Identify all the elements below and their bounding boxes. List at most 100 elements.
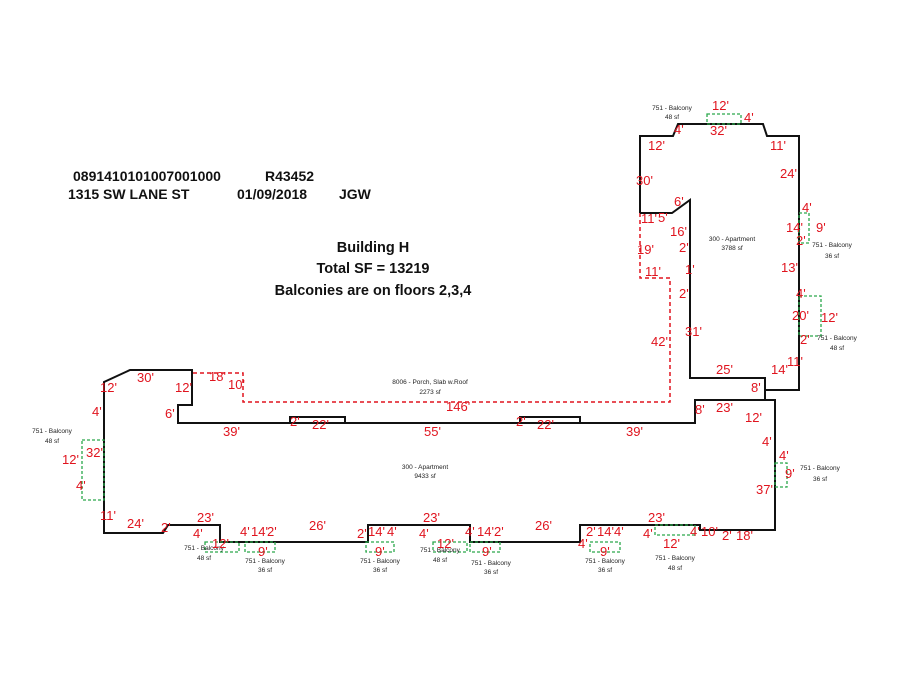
dimension-label: 31' [685,324,702,339]
dimension-label: 14' [786,220,803,235]
tower-area-sf: 3788 sf [721,245,743,252]
balcony-floors-note: Balconies are on floors 2,3,4 [274,283,472,299]
dimension-label: 4' [762,434,772,449]
porch-area-sf: 2273 sf [419,389,441,396]
dimension-label: 12' [62,452,79,467]
dimension-label: 32' [710,123,727,138]
dimension-label: 23' [716,400,733,415]
dimension-label: 4' [76,478,86,493]
apartment-outline [103,123,800,543]
parcel-number: 0891410101007001000 [73,168,221,184]
balcony-label: 751 - Balcony [420,547,460,554]
dimension-label: 2' [679,240,689,255]
balcony-sf: 36 sf [813,476,827,483]
balcony-label: 751 - Balcony [471,560,511,567]
dimension-label: 16' [670,224,687,239]
dimension-label: 2' [494,524,504,539]
dimension-label: 23' [648,510,665,525]
dimension-label: 2' [516,414,526,429]
dimension-label: 8' [695,402,705,417]
dimension-label: 14' [771,362,788,377]
dimension-label: 24' [127,516,144,531]
building-total-sf: Total SF = 13219 [316,261,430,277]
dimension-label: 2' [679,286,689,301]
dimension-label: 26' [535,518,552,533]
dimension-label: 2' [722,528,732,543]
dimension-label: 12' [712,98,729,113]
balcony-label: 751 - Balcony [585,558,625,565]
dimension-label: 11' [645,264,661,279]
dimension-label: 12' [648,138,665,153]
dimension-label: 4' [796,286,806,301]
dimension-label: 4' [465,524,475,539]
balcony-label: 751 - Balcony [817,335,857,342]
sketch-date: 01/09/2018 [237,186,308,202]
dimension-label: 9' [785,466,795,481]
porch-area-code: 8006 - Porch, Slab w.Roof [392,379,468,386]
tower-area-code: 300 - Apartment [709,236,755,243]
dimension-label: 4' [240,524,250,539]
balcony-labels: 751 - Balcony 48 sf 751 - Balcony 36 sf … [32,105,857,576]
dimension-label: 39' [626,424,643,439]
dimension-label: 32' [86,445,103,460]
dimension-label: 20' [792,308,809,323]
dimension-label: 6' [674,194,684,209]
balcony-label: 751 - Balcony [652,105,692,112]
dimension-label: 4' [643,526,653,541]
dimension-label: 14' [368,524,385,539]
dimension-label: 12' [100,380,117,395]
dimension-label: 11' [787,354,803,369]
balcony-sf: 36 sf [484,569,498,576]
dimension-label: 2' [796,233,806,248]
dimension-label: 11' [770,138,786,153]
property-address: 1315 SW LANE ST [68,186,190,202]
dimension-label: 4' [92,404,102,419]
dimension-label: 6' [165,406,175,421]
dimension-label: 10' [228,377,245,392]
balcony-label: 751 - Balcony [245,558,285,565]
dimension-label: 42' [651,334,668,349]
dimension-label: 4' [744,110,754,125]
dimension-label: 4' [674,122,684,137]
dimension-label: 23' [197,510,214,525]
dimension-label: 18' [209,369,226,384]
balcony-sf: 36 sf [598,567,612,574]
main-area-sf: 9433 sf [414,473,436,480]
balcony-outlines [81,113,822,553]
building-name: Building H [336,240,410,256]
main-area-code: 300 - Apartment [402,464,448,471]
dimension-label: 19' [637,242,654,257]
dimension-label: 24' [780,166,797,181]
dimension-label: 4' [419,526,429,541]
balcony-sf: 36 sf [825,253,839,260]
dimension-label: 12' [212,536,229,551]
dimension-label: 12' [437,536,454,551]
balcony-sf: 48 sf [830,345,844,352]
dimension-label: 22' [312,417,329,432]
dimension-label: 2' [267,524,277,539]
dimension-label: 12' [663,536,680,551]
dimension-label: 9' [600,544,610,559]
dimension-label: 9' [816,220,826,235]
dimension-label: 25' [716,362,733,377]
balcony-label: 751 - Balcony [655,555,695,562]
dimension-label: 13' [781,260,798,275]
dimension-label: 30' [636,173,653,188]
dimension-labels: 12' 4' 32' 4' 12' 11' 30' 24' 6' 11' 5' … [62,98,838,559]
dimension-label: 4' [614,524,624,539]
dimension-label: 8' [751,380,761,395]
balcony-sf: 48 sf [433,557,447,564]
dimension-label: 11' [641,211,657,226]
dimension-label: 14' [251,524,268,539]
dimension-label: 18' [736,528,753,543]
balcony-label: 751 - Balcony [360,558,400,565]
dimension-label: 9' [375,544,385,559]
dimension-label: 9' [482,544,492,559]
dimension-label: 2' [290,414,300,429]
dimension-label: 1' [685,262,695,277]
dimension-label: 146' [446,399,470,414]
dimension-label: 2' [800,332,810,347]
dimension-label: 9' [258,544,268,559]
balcony-label: 751 - Balcony [32,428,72,435]
